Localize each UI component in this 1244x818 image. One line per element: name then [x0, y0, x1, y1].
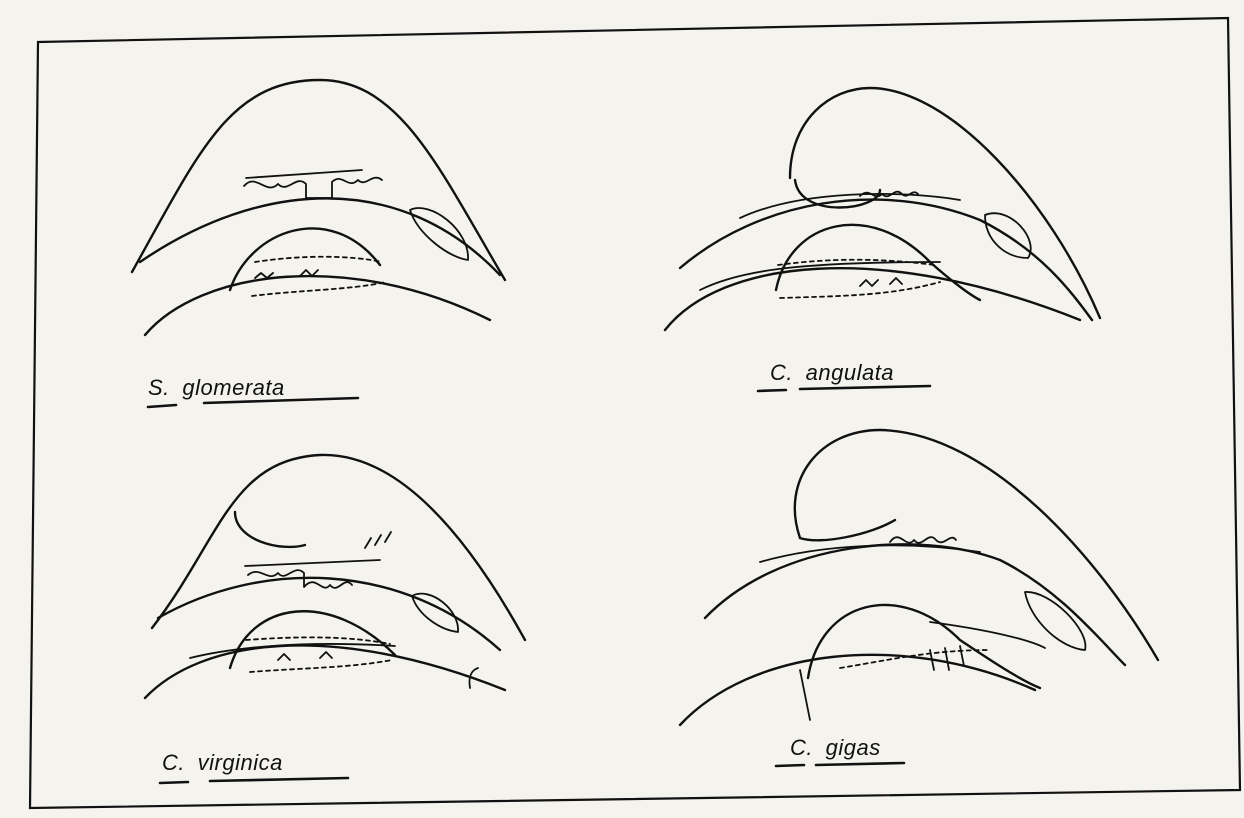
genus-underline [758, 390, 786, 391]
species-underline [210, 778, 348, 781]
genus-label: C. [790, 735, 813, 760]
species-label: glomerata [182, 375, 284, 400]
panel-label: C. angulata [770, 360, 894, 385]
species-underline [800, 386, 930, 389]
panel-c-angulata: C. angulata [665, 88, 1100, 391]
species-label: gigas [826, 735, 881, 760]
panel-label: C. gigas [790, 735, 881, 760]
genus-underline [160, 782, 188, 783]
species-label: angulata [806, 360, 894, 385]
genus-label: C. [162, 750, 185, 775]
anatomy-drawing [145, 455, 525, 698]
panel-label: S. glomerata [148, 375, 285, 400]
panel-c-virginica: C. virginica [145, 455, 525, 783]
genus-underline [776, 765, 804, 766]
genus-label: C. [770, 360, 793, 385]
genus-underline [148, 405, 176, 407]
species-underline [816, 763, 904, 765]
anatomy-drawing [132, 80, 505, 335]
panel-c-gigas: C. gigas [680, 430, 1158, 766]
panel-s-glomerata: S. glomerata [132, 80, 505, 407]
anatomy-drawing [680, 430, 1158, 725]
anatomy-drawing [665, 88, 1100, 330]
panel-label: C. virginica [162, 750, 283, 775]
species-label: virginica [198, 750, 283, 775]
genus-label: S. [148, 375, 170, 400]
